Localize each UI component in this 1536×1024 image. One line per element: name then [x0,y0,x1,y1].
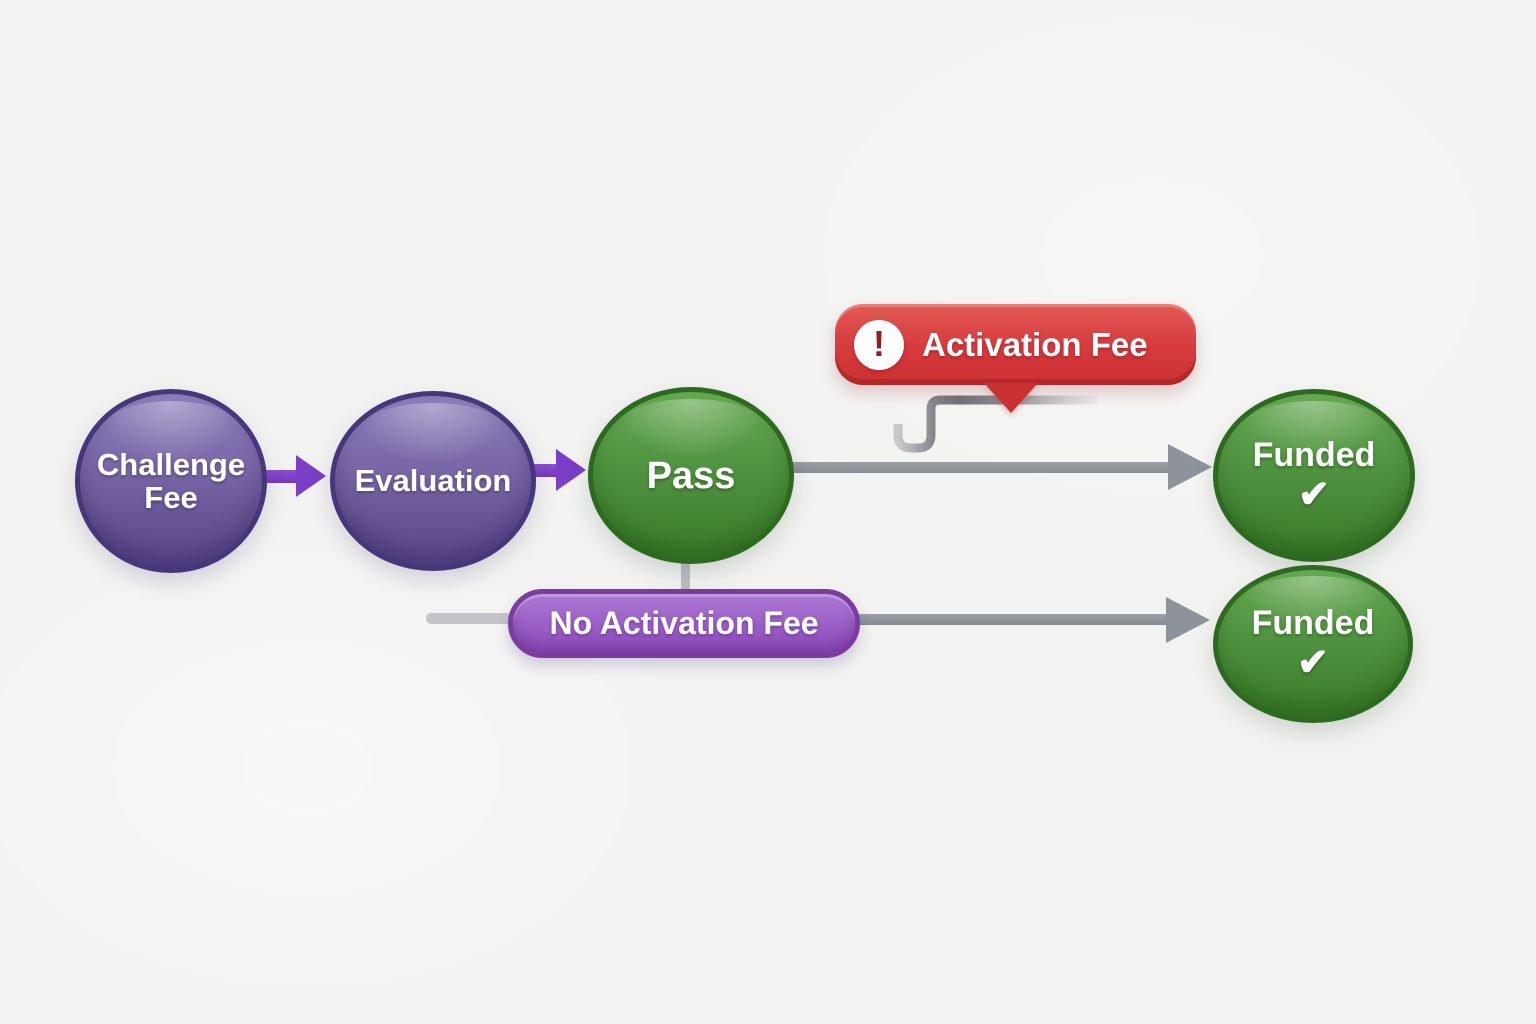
arrowhead-pass [556,449,586,491]
edge-pill-to-funded-bottom [856,614,1168,625]
arrowhead-evaluation [296,455,326,497]
edge-challenge-to-evaluation [256,470,300,483]
callout-connector-line [893,395,1098,453]
node-label: Evaluation [354,463,512,499]
pill-left-stub-line [426,613,512,624]
edge-pass-to-pill [681,551,690,592]
node-no-activation-fee[interactable]: No Activation Fee [508,589,860,658]
exclamation-glyph: ! [873,322,885,364]
node-label: Pass [646,454,736,497]
edge-pass-to-funded-top [778,462,1172,473]
node-funded-bottom[interactable]: Funded ✔ [1213,565,1413,723]
arrowhead-funded-top [1168,444,1212,490]
callout-label: Activation Fee [922,325,1148,363]
callout-pointer [984,383,1038,413]
pill-label: No Activation Fee [549,605,819,641]
arrowhead-funded-bottom [1166,597,1210,643]
exclamation-icon: ! [854,319,904,370]
node-label: Funded [1252,435,1376,474]
node-challenge-fee[interactable]: Challenge Fee [75,389,267,573]
callout-activation-fee[interactable]: ! Activation Fee [835,304,1196,385]
check-icon: ✔ [1298,473,1330,516]
check-icon: ✔ [1297,642,1329,684]
gloss-highlight [616,398,766,456]
node-funded-top[interactable]: Funded ✔ [1213,389,1415,562]
node-evaluation[interactable]: Evaluation [330,391,536,571]
node-label: Challenge Fee [96,446,246,515]
node-pass[interactable]: Pass [588,387,794,564]
node-label: Funded [1251,604,1375,642]
gloss-highlight [358,402,508,461]
